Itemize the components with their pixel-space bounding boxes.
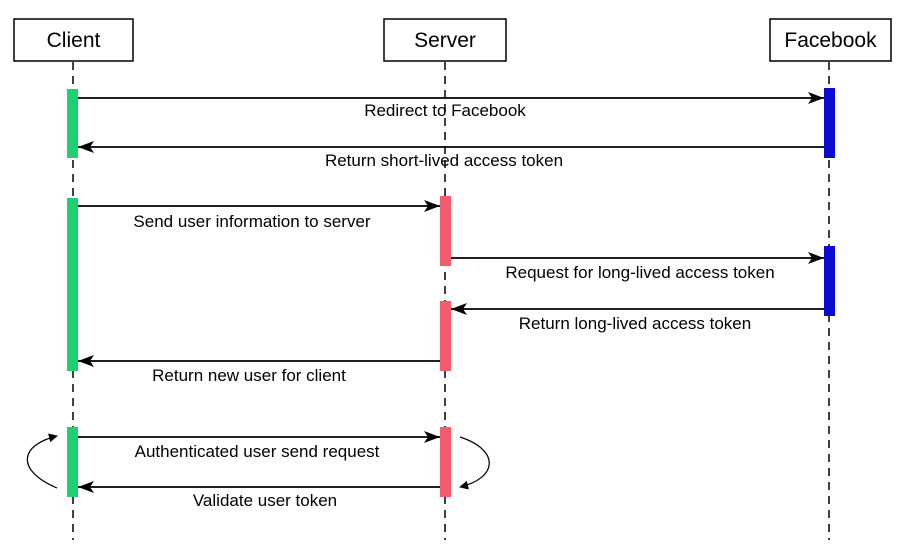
activation-server-3 [440, 427, 451, 497]
activation-client-3 [67, 427, 78, 497]
message-label: Authenticated user send request [135, 442, 380, 461]
activation-server-1 [440, 196, 451, 266]
message-label: Return short-lived access token [325, 151, 563, 170]
message-request-long-lived-token: Request for long-lived access token [451, 252, 824, 282]
self-loop-client-arrow [26, 433, 58, 489]
actor-client: Client [13, 18, 134, 62]
actor-server-label: Server [414, 29, 476, 52]
message-label: Request for long-lived access token [505, 263, 774, 282]
actor-facebook-label: Facebook [784, 29, 877, 52]
actor-facebook: Facebook [769, 18, 892, 62]
activation-facebook-1 [824, 88, 835, 158]
actor-client-label: Client [47, 29, 101, 52]
activation-server-2 [440, 301, 451, 371]
message-label: Return new user for client [152, 366, 346, 385]
activation-client-1 [67, 89, 78, 158]
self-loop-server-arrow [459, 436, 490, 490]
message-label: Redirect to Facebook [364, 101, 526, 120]
message-return-long-lived-token: Return long-lived access token [451, 303, 824, 333]
message-validate-user-token: Validate user token [78, 481, 440, 510]
message-label: Send user information to server [133, 212, 371, 231]
message-label: Validate user token [193, 491, 337, 510]
message-authenticated-user-request: Authenticated user send request [78, 431, 440, 461]
message-redirect-to-facebook: Redirect to Facebook [78, 92, 824, 120]
message-send-user-information: Send user information to server [78, 200, 440, 231]
activation-facebook-2 [824, 246, 835, 316]
message-return-new-user: Return new user for client [78, 355, 440, 385]
message-return-short-lived-token: Return short-lived access token [78, 141, 824, 170]
activation-client-2 [67, 198, 78, 371]
message-label: Return long-lived access token [519, 314, 751, 333]
actor-server: Server [383, 18, 507, 62]
